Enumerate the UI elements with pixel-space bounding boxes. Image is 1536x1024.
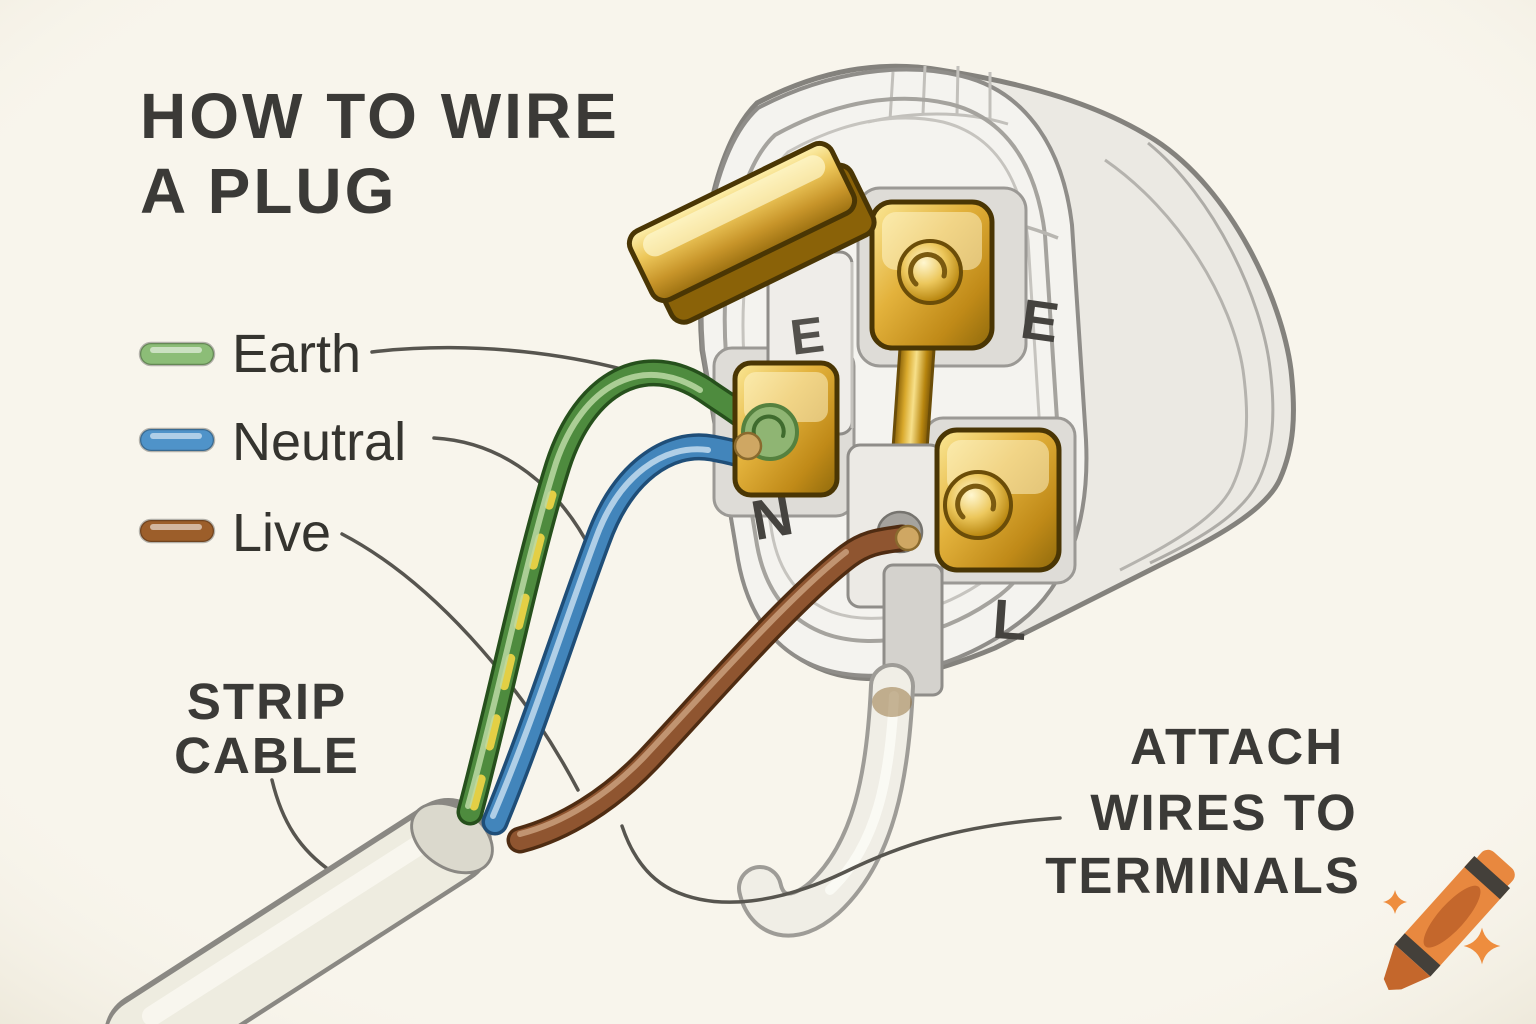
- side-crease-1: [1104, 158, 1249, 572]
- earth-swatch: [138, 341, 216, 367]
- step-label-strip-cable: STRIP CABLE: [174, 673, 360, 784]
- live-leader-line: [340, 532, 580, 792]
- sparkle-icon: [1383, 890, 1407, 914]
- neutral-terminal: [732, 360, 840, 498]
- neutral-wire-ferrule: [733, 431, 763, 461]
- terminal-letter-earth-carrier: E: [787, 306, 827, 366]
- live-swatch: [138, 518, 216, 544]
- neutral-swatch: [138, 427, 216, 453]
- sheath-fill: [109, 805, 485, 1024]
- sparkle-icon: [1463, 927, 1501, 965]
- legend-item-earth: Earth: [138, 324, 361, 384]
- earth-terminal-screw: [897, 239, 963, 305]
- live-wire-highlight: [517, 549, 849, 837]
- terminal-letter-earth-face: E: [1017, 287, 1063, 355]
- step-label-attach-wires: ATTACH WIRES TO TERMINALS: [1045, 718, 1360, 904]
- live-wire-ferrule: [894, 524, 922, 552]
- title: HOW TO WIRE A PLUG: [140, 80, 620, 227]
- attach-wires-line-2: WIRES TO: [1090, 784, 1357, 841]
- earth-swatch-shine: [150, 347, 202, 353]
- sheath-highlight: [142, 828, 440, 1024]
- legend-label-live: Live: [232, 503, 331, 563]
- strip-cable-line-1: STRIP: [187, 673, 347, 730]
- legend: Earth Neutral Live: [138, 324, 406, 563]
- attach-leader-line: [620, 816, 1062, 904]
- neutral-swatch-shine: [150, 433, 202, 439]
- terminals: [626, 140, 1062, 573]
- live-swatch-shine: [150, 524, 202, 530]
- live-terminal: [934, 427, 1062, 573]
- cord-shading: [872, 687, 912, 717]
- crayon-icon: [1383, 849, 1515, 991]
- title-line-2: A PLUG: [140, 155, 397, 227]
- earth-wire: [456, 359, 762, 826]
- neutral-wire: [481, 433, 756, 836]
- legend-item-neutral: Neutral: [138, 412, 406, 472]
- stripped-cable: [105, 798, 494, 1024]
- neutral-leader-line: [432, 436, 594, 554]
- legend-label-neutral: Neutral: [232, 412, 406, 472]
- terminal-letter-live: L: [991, 587, 1030, 652]
- attach-wires-line-1: ATTACH: [1130, 718, 1344, 775]
- title-line-1: HOW TO WIRE: [140, 80, 620, 152]
- neutral-wire-highlight: [490, 446, 711, 819]
- legend-item-live: Live: [138, 503, 331, 563]
- side-crease-2: [1147, 141, 1275, 565]
- strip-cable-leader-line: [270, 778, 334, 874]
- attach-wires-line-3: TERMINALS: [1045, 847, 1360, 904]
- live-wire: [506, 524, 916, 854]
- earth-terminal: [869, 199, 995, 351]
- earth-pin: [626, 140, 877, 325]
- wires: [456, 359, 916, 854]
- legend-label-earth: Earth: [232, 324, 361, 384]
- face-rim-outer: [722, 96, 1061, 643]
- crayon-shape: [1383, 849, 1515, 991]
- earth-wire-highlight: [465, 371, 703, 809]
- strip-cable-line-2: CABLE: [174, 727, 360, 784]
- live-terminal-screw: [943, 470, 1013, 540]
